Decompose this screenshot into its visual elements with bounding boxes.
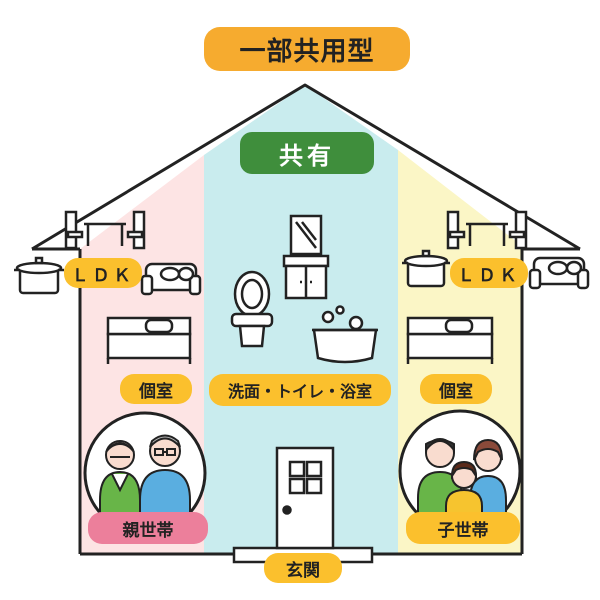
pot-icon-right: [402, 249, 450, 288]
roof-line: [31, 83, 581, 251]
ldk-label-left: ＬＤＫ: [64, 258, 142, 288]
sofa-icon-right: [528, 256, 590, 290]
child-family-illustration: [398, 409, 522, 533]
child-household-label: 子世帯: [406, 512, 520, 544]
page-title: 一部共用型: [204, 27, 410, 71]
dining-table-icon-right: [446, 210, 528, 250]
shared-label: 共有: [240, 132, 374, 174]
private-room-label-right: 個室: [420, 374, 492, 404]
parent-household-label: 親世帯: [88, 512, 208, 544]
sofa-icon: [140, 262, 202, 296]
pot-icon: [14, 256, 64, 295]
washbasin-icon: [282, 214, 330, 300]
private-room-label-left: 個室: [120, 374, 192, 404]
bath-toilet-label: 洗面・トイレ・浴室: [209, 374, 391, 406]
shared-zone: [204, 85, 398, 554]
grandmother-icon: [99, 440, 141, 521]
bed-icon: [106, 316, 192, 364]
bed-icon-right: [406, 316, 494, 364]
toilet-icon: [230, 270, 274, 348]
house-outline: [31, 83, 581, 556]
bathtub-icon: [312, 305, 378, 364]
ldk-label-right: ＬＤＫ: [450, 258, 528, 288]
door-icon: [275, 446, 335, 550]
grandfather-icon: [139, 434, 191, 523]
entrance-label: 玄関: [264, 553, 342, 583]
dining-table-icon: [64, 210, 146, 250]
